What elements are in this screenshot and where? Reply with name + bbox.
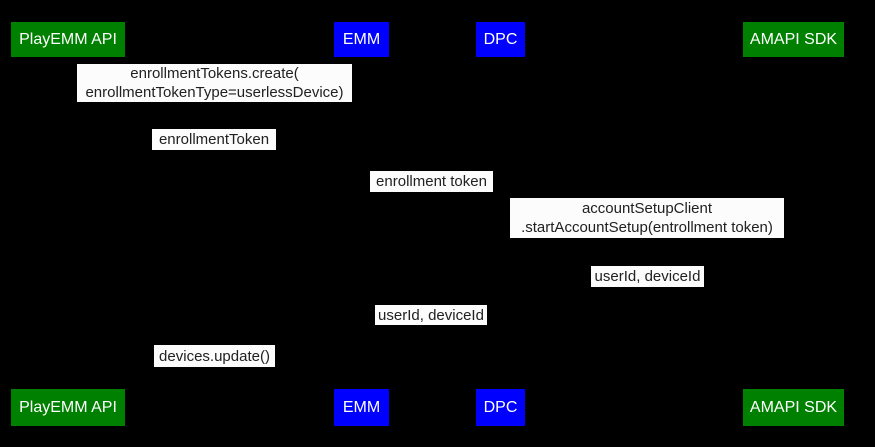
message-devices-update: devices.update() xyxy=(154,345,275,367)
message-enrollment-token-pass: enrollment token xyxy=(370,171,493,192)
message-userid-deviceid-return: userId, deviceId xyxy=(591,266,704,287)
actor-dpc-top: DPC xyxy=(476,22,525,57)
actor-emm-bottom: EMM xyxy=(334,389,389,426)
message-enrollment-token-return: enrollmentToken xyxy=(152,129,276,150)
actor-dpc-bottom: DPC xyxy=(476,389,525,426)
actor-amapi-sdk-top: AMAPI SDK xyxy=(743,22,844,57)
actor-amapi-sdk-bottom: AMAPI SDK xyxy=(743,389,844,426)
actor-playemm-api-top: PlayEMM API xyxy=(11,22,125,57)
message-start-account-setup: accountSetupClient .startAccountSetup(en… xyxy=(510,198,784,238)
actor-playemm-api-bottom: PlayEMM API xyxy=(11,389,125,426)
message-userid-deviceid-pass: userId, deviceId xyxy=(375,305,487,325)
message-enrollment-tokens-create: enrollmentTokens.create( enrollmentToken… xyxy=(77,64,352,102)
actor-emm-top: EMM xyxy=(334,22,389,57)
